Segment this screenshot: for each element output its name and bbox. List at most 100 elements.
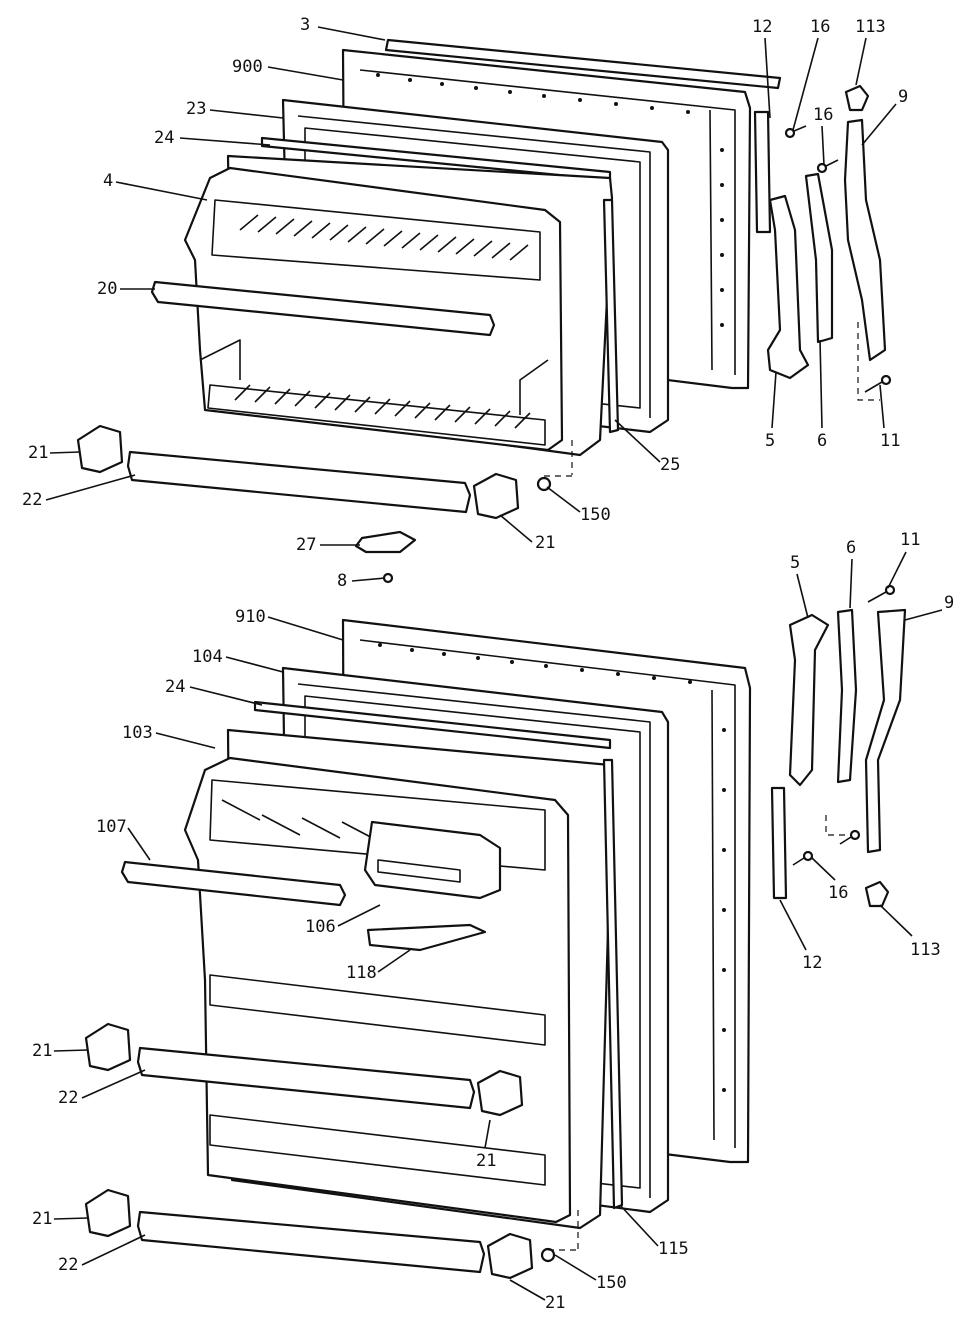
callout-c-22c: 22: [58, 1234, 146, 1275]
callout-c-24b: 24: [165, 677, 263, 706]
callout-c-21f: 21: [509, 1279, 565, 1313]
leader-line: [819, 339, 823, 429]
end-cap-21-right: [472, 472, 520, 520]
leader-line: [53, 1217, 89, 1220]
leader-line: [879, 904, 913, 937]
fresh-food-door-assembly: [84, 584, 907, 1280]
callout-c-113b: 113: [879, 904, 941, 960]
part-number-label: 21: [545, 1293, 565, 1313]
door-stop-27: [354, 530, 417, 554]
handle-cover-9-lower: [864, 608, 907, 854]
callout-c-9b: 9: [904, 593, 954, 621]
egg-tray-118: [366, 923, 487, 952]
leader-line: [619, 1204, 659, 1247]
callout-c-6b: 6: [846, 538, 856, 609]
leader-line: [49, 451, 81, 454]
shelf-bar-107: [120, 860, 347, 907]
leader-line: [546, 486, 581, 513]
screw-8: [382, 572, 394, 584]
leader-line: [81, 1069, 146, 1099]
handle-trim-6-upper: [804, 172, 834, 344]
screws-16-upper: [784, 125, 839, 174]
door-bin-bar-22-middle: [136, 1046, 476, 1110]
leader-line: [81, 1234, 146, 1266]
callout-c-113a: 113: [855, 17, 886, 86]
part-number-label: 106: [305, 917, 336, 937]
leader-line: [821, 125, 825, 166]
leader-line: [779, 899, 807, 951]
leader-line: [127, 827, 151, 861]
callout-c-103: 103: [122, 723, 216, 749]
part-number-label: 4: [103, 171, 113, 191]
callout-c-106: 106: [305, 904, 381, 937]
part-number-label: 21: [28, 443, 48, 463]
part-number-label: 21: [32, 1209, 52, 1229]
callout-c-900: 900: [232, 57, 344, 81]
door-bin-bar-22-bottom: [136, 1210, 486, 1274]
leader-line: [499, 514, 533, 543]
part-number-label: 22: [22, 490, 42, 510]
top-trim-strip: [384, 38, 782, 90]
leader-line: [509, 1279, 546, 1301]
part-number-label: 9: [898, 87, 908, 107]
callout-c-5b: 5: [790, 553, 809, 619]
leader-line: [337, 904, 381, 927]
part-number-label: 150: [580, 505, 611, 525]
leader-line: [53, 1049, 89, 1052]
part-number-label: 16: [828, 883, 848, 903]
callout-c-3: 3: [300, 15, 386, 41]
part-number-label: 118: [346, 963, 377, 983]
leader-line: [887, 551, 907, 589]
part-number-label: 6: [846, 538, 856, 558]
handle-cover-9-upper: [843, 118, 887, 362]
leader-line: [764, 37, 771, 119]
part-number-label: 22: [58, 1088, 78, 1108]
plug-button-113-lower: [864, 880, 890, 908]
hinge-plate-12-upper: [753, 110, 772, 234]
callout-c-16c: 16: [811, 857, 848, 903]
leader-line: [189, 686, 263, 706]
leader-line: [879, 384, 885, 429]
handle-5-upper: [766, 194, 810, 380]
part-number-label: 6: [817, 431, 827, 451]
leader-line: [792, 37, 819, 131]
callout-c-24a: 24: [154, 128, 271, 148]
part-number-label: 25: [660, 455, 680, 475]
leader-line: [811, 857, 836, 881]
callout-c-12a: 12: [752, 17, 772, 119]
part-number-label: 113: [855, 17, 886, 37]
callout-c-16a: 16: [792, 17, 830, 131]
part-number-label: 910: [235, 607, 266, 627]
screw-11-lower: [867, 584, 896, 603]
callout-c-22b: 22: [58, 1069, 146, 1108]
leader-line: [861, 103, 897, 146]
hinge-plate-12-lower: [770, 786, 788, 900]
leader-line: [45, 474, 136, 501]
part-number-label: 11: [900, 530, 920, 550]
part-number-label: 22: [58, 1255, 78, 1275]
panel-holes: [376, 73, 724, 327]
callout-c-16b: 16: [813, 105, 833, 166]
callout-c-118: 118: [346, 949, 411, 983]
leader-line: [849, 558, 853, 609]
part-number-label: 21: [476, 1151, 496, 1171]
door-bin-bar-22: [126, 450, 472, 514]
leader-line: [155, 732, 216, 749]
leader-line: [225, 656, 284, 673]
part-number-label: 113: [910, 940, 941, 960]
part-number-label: 107: [96, 817, 127, 837]
part-number-label: 16: [813, 105, 833, 125]
callout-c-21b: 21: [499, 514, 555, 553]
screws-16-lower: [792, 829, 861, 866]
leader-line: [377, 949, 411, 973]
leader-line: [614, 419, 661, 463]
part-number-label: 27: [296, 535, 316, 555]
leader-line: [554, 1254, 597, 1281]
callout-c-21d: 21: [476, 1119, 496, 1171]
freezer-door-assembly: [76, 38, 892, 584]
shelf-bar-20: [150, 280, 496, 337]
leader-line: [267, 66, 344, 81]
